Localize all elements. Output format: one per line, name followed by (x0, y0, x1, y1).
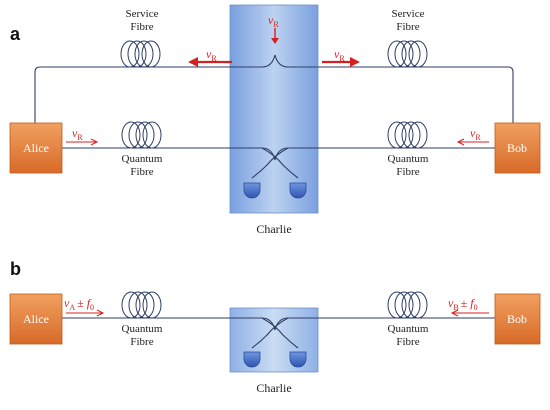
nu-r-left-arrowhead (188, 57, 198, 67)
service-fibre-label-left-2: Fibre (130, 21, 153, 33)
quantum-fibre-coil-left-b (121, 291, 162, 319)
detector-right-a (289, 182, 307, 199)
service-fibre-label-right-2: Fibre (396, 21, 419, 33)
bob-label-a: Bob (507, 141, 527, 155)
quantum-fibre-label-left-b-2: Fibre (130, 336, 153, 348)
panel-b-label: b (10, 259, 21, 279)
nu-r-right-arrowhead (350, 57, 360, 67)
panel-a-label: a (10, 24, 21, 44)
service-fibre-label-left-1: Service (126, 8, 159, 20)
panel-b: b Quantum Fibre Quantum Fibre Alice (9, 259, 541, 395)
alice-nu-a-label: νA± f0 (64, 296, 94, 312)
detector-right-b (289, 351, 307, 368)
alice-nu-r-arrowhead (90, 138, 99, 146)
quantum-fibre-line-a (62, 147, 495, 161)
bob-nu-r-label: νR (470, 126, 481, 142)
bob-label-b: Bob (507, 312, 527, 326)
coupler-b-right-branch (261, 317, 299, 349)
quantum-fibre-coil-right-b (387, 291, 428, 319)
service-fibre-label-right-1: Service (392, 8, 425, 20)
quantum-fibre-label-left-a-1: Quantum (122, 153, 163, 165)
bob-nu-b-arrowhead (450, 309, 459, 317)
bob-node-a (494, 122, 541, 174)
alice-nu-a-arrowhead (96, 309, 105, 317)
coupler-left-branch (251, 147, 289, 179)
alice-label-a: Alice (23, 141, 49, 155)
alice-nu-r-label: νR (72, 126, 83, 142)
alice-label-b: Alice (23, 312, 49, 326)
quantum-fibre-coil-right-a (387, 121, 428, 149)
charlie-label-b: Charlie (256, 381, 291, 395)
quantum-fibre-label-right-b-1: Quantum (388, 323, 429, 335)
alice-node-a (9, 122, 63, 174)
bob-node-b (494, 293, 541, 345)
bob-nu-r-arrowhead (456, 138, 465, 146)
quantum-fibre-line-b (62, 317, 495, 331)
quantum-fibre-coil-left-a (121, 121, 162, 149)
nu-r-top: νR (268, 13, 279, 29)
quantum-fibre-label-left-a-2: Fibre (130, 166, 153, 178)
service-fibre-line (34, 54, 514, 128)
bob-nu-b-label: νB± f0 (448, 296, 478, 312)
quantum-fibre-label-right-b-2: Fibre (396, 336, 419, 348)
alice-node-b (9, 293, 63, 345)
coupler-b-left-branch (251, 317, 289, 349)
service-fibre-coil-right (387, 40, 428, 68)
coupler-right-branch (261, 147, 299, 179)
service-fibre-coil-left (120, 40, 161, 68)
detector-left-a (243, 182, 261, 199)
nu-r-left-label: νR (206, 47, 217, 63)
nu-r-right-label: νR (334, 47, 345, 63)
charlie-label-a: Charlie (256, 222, 291, 236)
charlie-box-a (229, 4, 319, 214)
quantum-fibre-label-right-a-2: Fibre (396, 166, 419, 178)
nu-r-down-arrowhead (271, 38, 279, 44)
detector-left-b (243, 351, 261, 368)
quantum-fibre-label-right-a-1: Quantum (388, 153, 429, 165)
panel-a: a Service Fibre Service Fibre νR νR (9, 4, 541, 236)
quantum-fibre-label-left-b-1: Quantum (122, 323, 163, 335)
